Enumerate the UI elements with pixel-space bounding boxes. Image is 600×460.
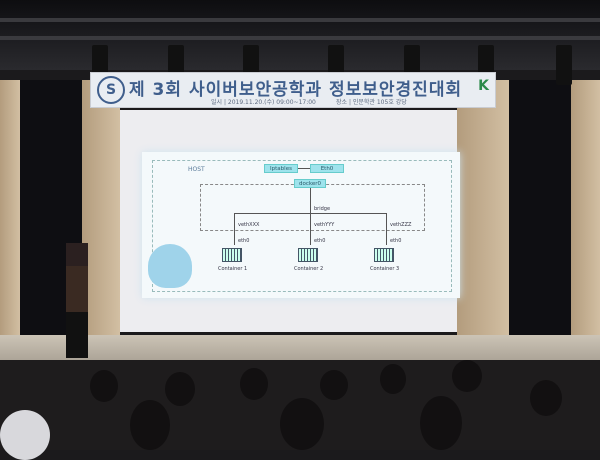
container-label: Container 2 [294,266,324,272]
banner-venue: 장소 | 인문학관 105호 강당 [336,99,407,106]
audience-head [90,370,118,402]
connector [386,213,387,245]
audience-head [452,360,482,392]
event-banner: S 제 3회 사이버보안공학과 정보보안경진대회 일시 | 2019.11.20… [90,72,496,108]
audience-head [165,372,195,406]
wall-panel [571,80,600,350]
connector [310,213,311,245]
stage-light [556,45,572,85]
veth-label: vethXXX [238,222,260,228]
eth0-label: eth0 [238,238,250,244]
veth-label: vethZZZ [390,222,412,228]
iptables-box: Iptables [264,164,298,173]
presenter [66,243,88,358]
connector [298,168,310,169]
wall-panel [82,80,120,350]
connector [310,188,311,213]
lighting-truss [0,18,600,22]
banner-title: 제 3회 사이버보안공학과 정보보안경진대회 [129,80,463,100]
audience [0,360,600,460]
audience-head [130,400,170,450]
lighting-truss [0,36,600,40]
docker-octopus-icon [148,244,192,288]
docker0-box: docker0 [294,179,326,188]
container-icon [222,248,242,262]
veth-label: vethYYY [314,222,335,228]
audience-head [530,380,562,416]
audience-head [420,396,462,450]
audience-head [0,410,50,460]
docker-network-slide: HOST Iptables Eth0 docker0 bridge vethXX… [142,152,460,298]
audience-head [320,370,348,400]
connector [234,213,235,245]
container-icon [298,248,318,262]
bridge-label: bridge [314,206,331,212]
container-label: Container 1 [218,266,248,272]
wall-panel [0,80,20,350]
wall-panel [457,80,509,350]
audience-head [240,368,268,400]
eth0-host-box: Eth0 [310,164,344,173]
audience-head [380,364,406,394]
department-logo: S [97,76,125,104]
eth0-label: eth0 [314,238,326,244]
ceiling [0,0,600,70]
eth0-label: eth0 [390,238,402,244]
audience-head [280,398,324,450]
curtain-right [509,80,571,350]
university-logo: K [478,78,489,94]
container-icon [374,248,394,262]
host-label: HOST [188,166,205,173]
host-box [152,160,452,292]
container-label: Container 3 [370,266,400,272]
banner-date: 일시 | 2019.11.20.(수) 09:00~17:00 [211,99,316,106]
